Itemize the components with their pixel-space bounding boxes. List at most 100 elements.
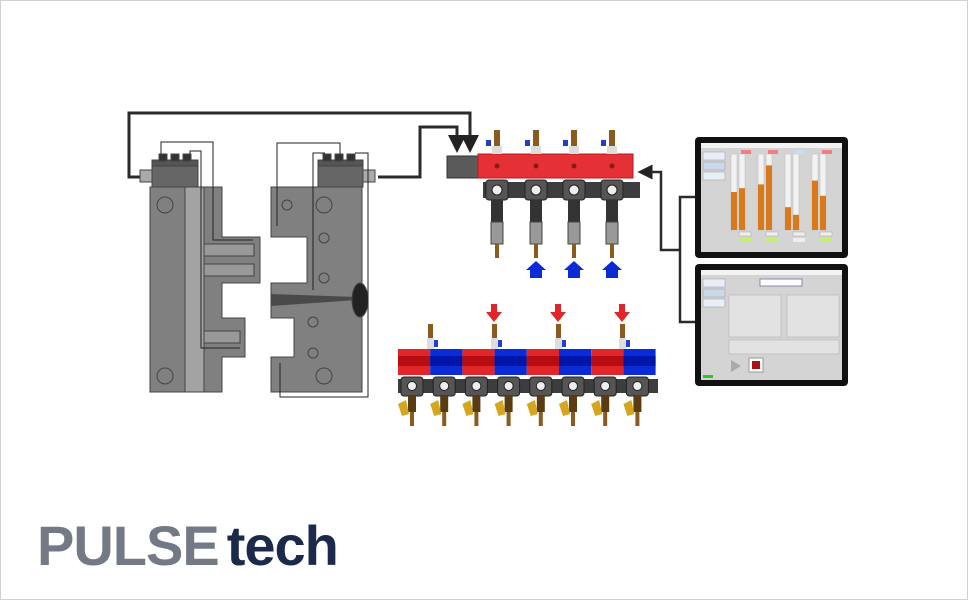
filter bbox=[430, 400, 442, 416]
valve-handle-icon bbox=[601, 140, 606, 146]
outlet-pipe bbox=[610, 244, 614, 258]
valve-port bbox=[632, 381, 643, 391]
mini-button bbox=[819, 231, 833, 237]
valve-port bbox=[606, 184, 618, 196]
segment-shade bbox=[591, 356, 624, 366]
tablet-settings bbox=[695, 264, 848, 386]
inlet-pipe bbox=[620, 324, 625, 340]
filter bbox=[526, 400, 538, 416]
outlet-pipe bbox=[474, 412, 479, 426]
actuator bbox=[530, 200, 542, 222]
nozzle-inlet bbox=[533, 130, 539, 148]
filter bbox=[623, 400, 635, 416]
control-wires bbox=[127, 111, 695, 324]
actuator-lower bbox=[567, 221, 581, 245]
valve-handle-icon bbox=[434, 340, 438, 347]
outlet-pipe bbox=[495, 244, 499, 258]
mini-button bbox=[739, 238, 751, 242]
status-badge bbox=[822, 150, 832, 154]
valve-handle-icon bbox=[562, 340, 566, 347]
nozzle bbox=[440, 396, 449, 412]
outlet-pipe bbox=[506, 412, 511, 426]
valve-port bbox=[407, 381, 417, 391]
hot-arrow-down-icon bbox=[486, 304, 502, 322]
mold-left-half bbox=[139, 141, 261, 393]
outlet-pipe bbox=[410, 412, 414, 426]
fitting bbox=[607, 146, 617, 154]
valve-port bbox=[439, 381, 450, 391]
outlet-pipe bbox=[572, 244, 576, 258]
level-bar-fill bbox=[793, 214, 799, 230]
valve-handle-icon bbox=[525, 140, 530, 146]
bolt bbox=[609, 163, 615, 169]
fitting bbox=[619, 338, 626, 349]
outlet-pipe bbox=[571, 412, 575, 426]
fitting bbox=[427, 338, 434, 349]
hot-arrow-down-icon bbox=[614, 304, 630, 322]
fitting bbox=[555, 338, 562, 349]
bolt bbox=[571, 163, 577, 169]
nozzle bbox=[633, 396, 642, 412]
nozzle bbox=[601, 396, 610, 412]
inlet-pipe bbox=[492, 324, 497, 340]
rail bbox=[398, 379, 658, 393]
status-badge bbox=[795, 150, 805, 154]
mini-button bbox=[738, 231, 752, 237]
fitting bbox=[492, 146, 502, 154]
inlet-pipe bbox=[556, 324, 561, 340]
actuator-lower bbox=[529, 221, 543, 245]
level-bar-fill bbox=[731, 192, 737, 230]
mini-button bbox=[766, 238, 778, 242]
valve-port bbox=[471, 381, 482, 391]
nozzle-inlet bbox=[609, 130, 615, 148]
filter bbox=[398, 400, 409, 416]
valve-handle-icon bbox=[626, 340, 630, 347]
actuator-lower bbox=[605, 221, 619, 245]
bolt bbox=[533, 163, 539, 169]
mini-button bbox=[793, 238, 805, 242]
segment-shade bbox=[462, 356, 495, 366]
outlet-pipe bbox=[635, 412, 640, 426]
bolt bbox=[494, 163, 500, 169]
fitting bbox=[531, 146, 541, 154]
segment-shade bbox=[398, 356, 431, 366]
fitting bbox=[491, 338, 498, 349]
nozzle bbox=[408, 396, 416, 412]
nozzle bbox=[569, 396, 577, 412]
level-bar-fill bbox=[766, 165, 772, 230]
nozzle-inlet bbox=[494, 130, 500, 148]
bottom-manifold bbox=[398, 304, 658, 426]
outlet-pipe bbox=[603, 412, 608, 426]
segment-shade bbox=[430, 356, 463, 366]
hot-arrow-down-icon bbox=[550, 304, 566, 322]
nozzle bbox=[472, 396, 481, 412]
cold-arrow-up-icon bbox=[564, 261, 584, 278]
actuator-lower bbox=[490, 221, 504, 245]
valve-port bbox=[535, 381, 546, 391]
fitting bbox=[569, 146, 579, 154]
cold-arrow-up-icon bbox=[602, 261, 622, 278]
logo-text-pulse: PULSE bbox=[37, 514, 220, 577]
actuator bbox=[606, 200, 618, 222]
cold-arrow-up-icon bbox=[526, 261, 546, 278]
actuator bbox=[491, 200, 503, 222]
outlet-pipe bbox=[534, 244, 538, 258]
valve-port bbox=[530, 184, 542, 196]
nozzle bbox=[504, 396, 513, 412]
outlet-pipe bbox=[538, 412, 543, 426]
level-bar-fill bbox=[739, 188, 745, 230]
valve-handle-icon bbox=[486, 140, 491, 146]
segment-shade bbox=[623, 356, 656, 366]
filter bbox=[591, 400, 603, 416]
tablet-monitoring bbox=[695, 137, 848, 258]
status-badge bbox=[741, 150, 751, 154]
level-bar-fill bbox=[820, 195, 826, 230]
valve-port bbox=[503, 381, 514, 391]
valve-handle-icon bbox=[563, 140, 568, 146]
level-bar-fill bbox=[758, 184, 764, 230]
mini-button bbox=[765, 231, 779, 237]
nozzle-inlet bbox=[571, 130, 577, 148]
valve-port bbox=[491, 184, 503, 196]
mini-button bbox=[820, 238, 832, 242]
